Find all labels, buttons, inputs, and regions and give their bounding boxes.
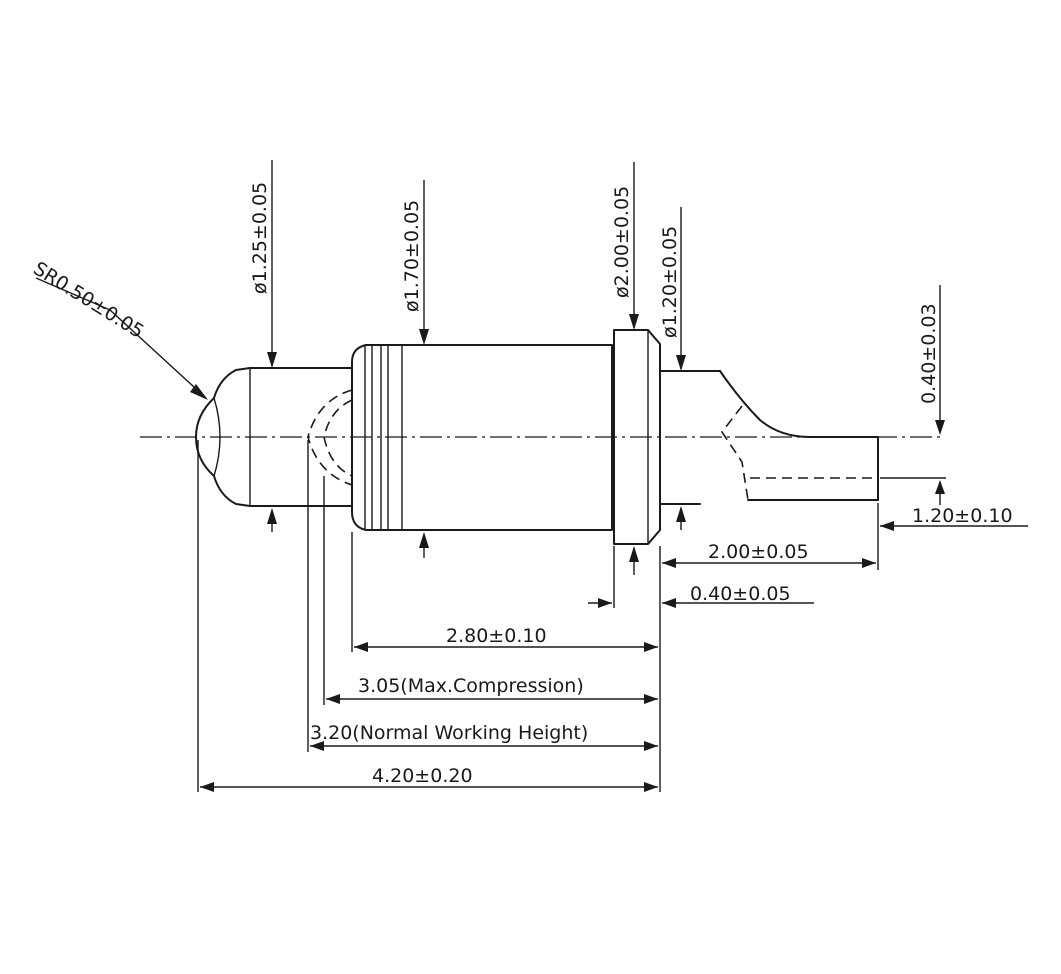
dim-sr-radius: SR0.50±0.05 xyxy=(29,258,208,400)
label-l420: 4.20±0.20 xyxy=(372,765,473,787)
dim-l320: 3.20(Normal Working Height) xyxy=(307,440,658,752)
tail-curve xyxy=(719,370,879,438)
label-d170: ø1.70±0.05 xyxy=(401,200,423,312)
barrel-outline xyxy=(351,344,613,531)
dim-t040-03: 0.40±0.03 xyxy=(880,285,946,505)
label-l200: 2.00±0.05 xyxy=(708,541,809,563)
dim-d170: ø1.70±0.05 xyxy=(401,180,429,558)
label-sr: SR0.50±0.05 xyxy=(29,258,147,343)
tail-hidden-notch xyxy=(721,405,749,501)
label-t040-03: 0.40±0.03 xyxy=(918,303,940,404)
dim-l280: 2.80±0.10 xyxy=(351,532,658,652)
dim-l200: 2.00±0.05 xyxy=(662,503,879,570)
dim-l040-05: 0.40±0.05 xyxy=(588,546,814,608)
dim-d200: ø2.00±0.05 xyxy=(611,162,639,575)
dim-l305: 3.05(Max.Compression) xyxy=(323,476,658,705)
dim-d120: ø1.20±0.05 xyxy=(659,207,686,530)
label-l305: 3.05(Max.Compression) xyxy=(358,675,584,697)
label-d120: ø1.20±0.05 xyxy=(659,226,681,338)
hidden-plunger-arc-2 xyxy=(323,399,353,477)
label-d200: ø2.00±0.05 xyxy=(611,186,633,298)
label-l120: 1.20±0.10 xyxy=(912,505,1013,527)
dim-l420: 4.20±0.20 xyxy=(197,440,658,792)
dim-l120: 1.20±0.10 xyxy=(880,505,1028,531)
label-l040-05: 0.40±0.05 xyxy=(690,583,791,605)
label-l320: 3.20(Normal Working Height) xyxy=(310,722,588,744)
label-l280: 2.80±0.10 xyxy=(446,625,547,647)
dim-d125: ø1.25±0.05 xyxy=(249,160,277,532)
label-d125: ø1.25±0.05 xyxy=(249,182,271,294)
